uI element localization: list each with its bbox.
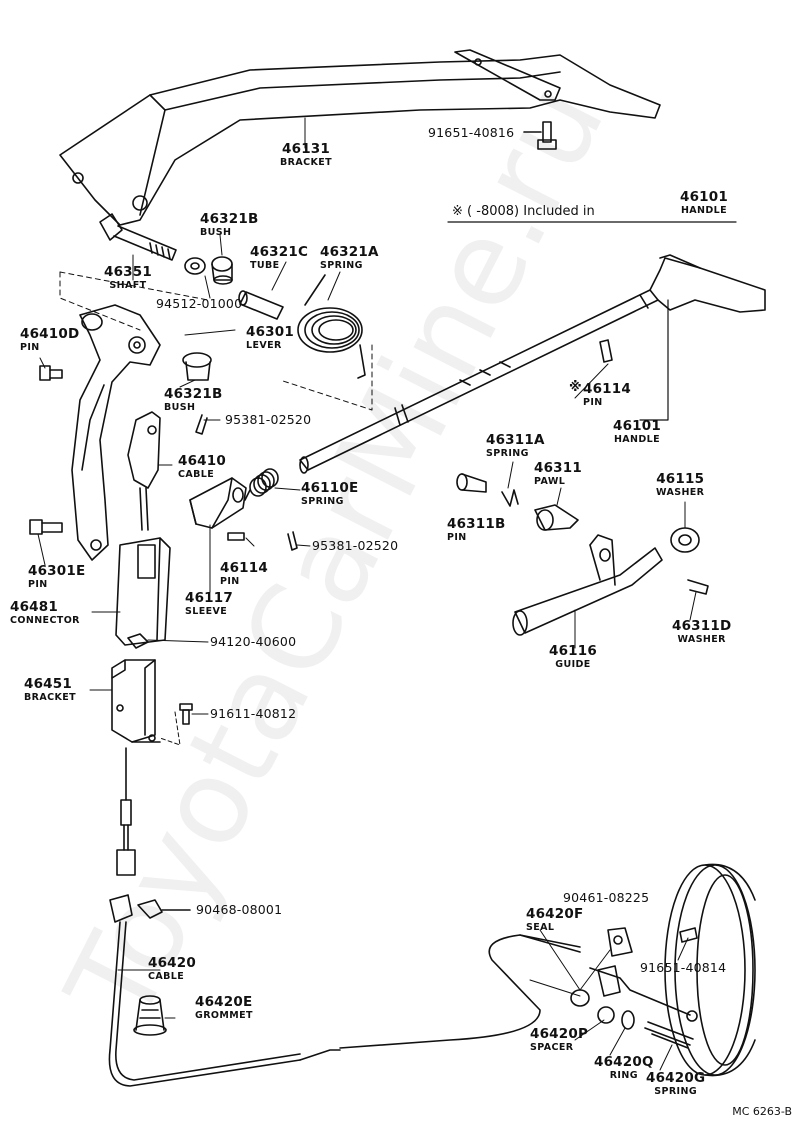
bolt-91611-40812-drawing [179, 703, 193, 725]
clip-90468-08001-drawing [137, 899, 163, 919]
spring-46321a-drawing [297, 274, 366, 379]
guide-46116-drawing [512, 534, 663, 636]
spacer-46420p-drawing [597, 1006, 615, 1024]
cable-46420-drawing [108, 747, 691, 1087]
washer-46115-drawing [670, 527, 700, 553]
label-95381-02520-b: 95381-02520 [312, 538, 399, 553]
diagram-code: MC 6263-B [732, 1105, 792, 1118]
note-included-in: ※ ( -8008) Included in [452, 204, 595, 219]
cotter-pin-95381-b-drawing [287, 531, 298, 551]
bracket-46451-drawing [111, 659, 161, 743]
clamp-90461-08225-drawing [607, 927, 633, 957]
spring-46420g-drawing [644, 1021, 694, 1049]
label-91651-40814: 91651-40814 [640, 960, 727, 975]
cotter-pin-95381-a-drawing [195, 414, 208, 435]
pin-46311b-drawing [456, 473, 487, 493]
pin-46301e-drawing [29, 519, 63, 535]
pin-46114-b-drawing [227, 532, 245, 541]
pin-46410d-drawing [39, 365, 63, 381]
lever-46301-drawing [71, 304, 161, 561]
label-95381-02520-a: 95381-02520 [225, 412, 312, 427]
handle-46101-drawing [299, 254, 766, 474]
bolt-91651-40814-drawing [679, 927, 698, 943]
label-90461-08225: 90461-08225 [563, 890, 650, 905]
seal-boot-drawing [597, 965, 621, 997]
label-91651-40816: 91651-40816 [428, 125, 515, 140]
washer-94512-drawing [184, 257, 206, 275]
tube-46321c-drawing [238, 290, 284, 320]
connector-46481-drawing [115, 537, 171, 646]
washer-46311d-drawing [687, 579, 709, 595]
spring-46110e-drawing [244, 468, 279, 501]
bush-46321b-top-drawing [211, 256, 233, 285]
grommet-46420e-drawing [133, 995, 167, 1036]
label-94120-40600: 94120-40600 [210, 634, 297, 649]
label-91611-40812: 91611-40812 [210, 706, 297, 721]
spring-46311a-drawing [501, 489, 519, 507]
brake-drum-drawing [664, 863, 756, 1077]
label-94512-01000: 94512-01000 [156, 296, 243, 311]
bracket-46131-drawing [59, 49, 661, 226]
ring-46420q-drawing [621, 1010, 635, 1030]
bolt-91651-40816-drawing [523, 121, 557, 150]
sleeve-46117-drawing [189, 477, 247, 529]
seal-46420f-drawing [570, 989, 590, 1007]
bush-46321b-bottom-drawing [182, 352, 212, 381]
asterisk-46114: ※ [569, 380, 582, 395]
leader-lines [37, 117, 697, 1071]
nut-94120-drawing [127, 633, 149, 649]
pawl-46311-drawing [534, 504, 579, 531]
shaft-46351-drawing [99, 213, 177, 261]
pin-46114-a-drawing [599, 339, 613, 363]
label-90468-08001: 90468-08001 [196, 902, 283, 917]
cable-46410-drawing [127, 411, 161, 531]
